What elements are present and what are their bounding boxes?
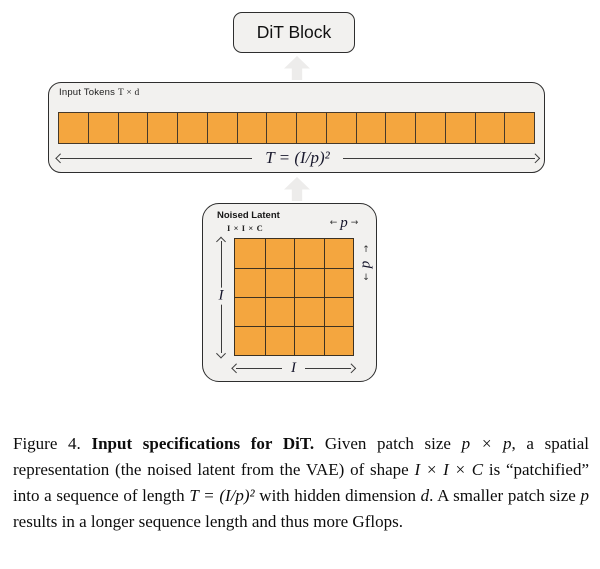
patch-cell: [323, 297, 353, 326]
measure-line-left: [55, 146, 255, 170]
measure-line-right: [340, 146, 540, 170]
token-cell: [236, 113, 267, 143]
caption-math: T = (I/p)²: [189, 486, 255, 505]
patch-cell: [235, 326, 265, 355]
measure-line: [305, 368, 351, 369]
patch-cell: [264, 297, 294, 326]
arrowhead-left-icon: [55, 153, 65, 163]
token-cell: [177, 113, 207, 143]
patch-size-label: p: [357, 260, 374, 268]
patch-cell: [264, 326, 294, 355]
patch-cell: [294, 268, 324, 297]
caption-title: Input specifications for DiT.: [91, 434, 315, 453]
measure-line-right: [302, 359, 356, 377]
caption-text: with hidden dimension: [254, 486, 421, 505]
patch-cell: [294, 297, 324, 326]
token-cell: [147, 113, 177, 143]
caption-math: I × I × C: [414, 460, 484, 479]
arrowhead-right-icon: [530, 153, 540, 163]
arrowhead-right-icon: [346, 363, 356, 373]
arrowhead-down-icon: [216, 348, 226, 358]
input-tokens-label-text: Input Tokens: [59, 87, 118, 98]
sequence-length-measure: T = (I/p)²: [55, 146, 540, 170]
measure-line: [236, 368, 282, 369]
patch-size-label: p: [340, 214, 348, 231]
image-width-measure: I: [231, 359, 356, 377]
patch-cell: [294, 239, 324, 268]
token-cell: [415, 113, 445, 143]
dit-block-label: DiT Block: [256, 22, 332, 42]
token-cell: [87, 113, 118, 143]
caption-math: d: [420, 486, 430, 505]
patch-cell: [235, 268, 265, 297]
patch-cell: [323, 268, 353, 297]
token-cell: [385, 113, 415, 143]
patch-cell: [264, 268, 294, 297]
up-arrow-icon: [284, 177, 310, 201]
token-cell: [444, 113, 475, 143]
patch-cell: [294, 326, 324, 355]
noised-latent-panel: Noised Latent I × I × C ← p → ↑ p ↓: [202, 203, 377, 382]
caption-math: p × p: [461, 434, 512, 453]
measure-line: [342, 158, 535, 159]
sequence-length-formula: T = (I/p)²: [265, 148, 330, 167]
arrow-down-icon: ↓: [362, 272, 370, 283]
image-size-label: I: [216, 287, 226, 305]
caption-text: . A smaller patch size: [429, 486, 581, 505]
patch-cell: [235, 297, 265, 326]
token-cell: [117, 113, 148, 143]
caption-text: , a spatial representation (the noised l…: [13, 434, 590, 479]
figure-caption: Figure 4. Input specifications for DiT. …: [13, 431, 589, 535]
up-arrow-icon: [284, 56, 310, 80]
token-cell: [325, 113, 356, 143]
patch-cell: [235, 239, 265, 268]
image-height-measure: I: [213, 236, 229, 358]
input-tokens-panel: Input Tokens T × d T = (I/p)²: [48, 82, 545, 173]
patch-height-measure: ↑ p ↓: [356, 235, 376, 293]
token-cell: [474, 113, 505, 143]
arrowhead-left-icon: [231, 363, 241, 373]
arrow-left-icon: ←: [329, 217, 338, 228]
token-cell: [59, 113, 88, 143]
arrow-right-icon: →: [350, 217, 359, 228]
dit-block-node: DiT Block: [233, 12, 355, 53]
token-cell: [504, 113, 534, 143]
caption-math: p: [580, 486, 590, 505]
input-tokens-dims: T × d: [117, 88, 140, 98]
patch-cell: [323, 239, 353, 268]
arrowhead-up-icon: [216, 236, 226, 246]
caption-text: is “patchified” into a sequence of lengt…: [13, 460, 590, 505]
noised-latent-shape: I × I × C: [227, 223, 264, 233]
patch-cell: [264, 239, 294, 268]
token-cell: [266, 113, 296, 143]
arrow-up-icon: ↑: [362, 244, 370, 255]
caption-text: Given patch size: [314, 434, 462, 453]
image-size-label: I: [291, 359, 296, 376]
measure-line-left: [231, 359, 285, 377]
measure-line: [60, 158, 253, 159]
token-cell: [355, 113, 386, 143]
token-sequence-row: [58, 112, 535, 144]
noised-latent-title: Noised Latent: [217, 210, 280, 221]
token-cell: [206, 113, 237, 143]
caption-text: results in a longer sequence length and …: [13, 512, 403, 531]
token-cell: [296, 113, 326, 143]
caption-figure-number: Figure 4.: [13, 434, 92, 453]
latent-patch-grid: [234, 238, 354, 356]
input-tokens-label: Input Tokens T × d: [59, 87, 139, 98]
patch-width-measure: ← p →: [319, 213, 369, 233]
patch-cell: [323, 326, 353, 355]
